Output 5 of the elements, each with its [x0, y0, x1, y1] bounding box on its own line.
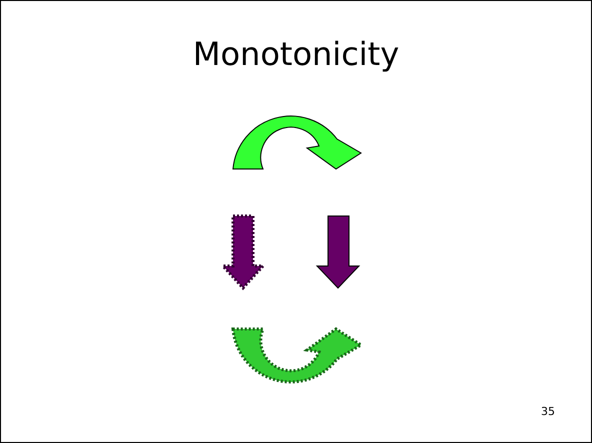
- page-number: 35: [541, 405, 555, 418]
- slide-title: Monotonicity: [192, 35, 400, 73]
- down-arrow: [316, 216, 360, 289]
- curved-arrow: [232, 116, 362, 170]
- curved-arrow: [232, 328, 362, 384]
